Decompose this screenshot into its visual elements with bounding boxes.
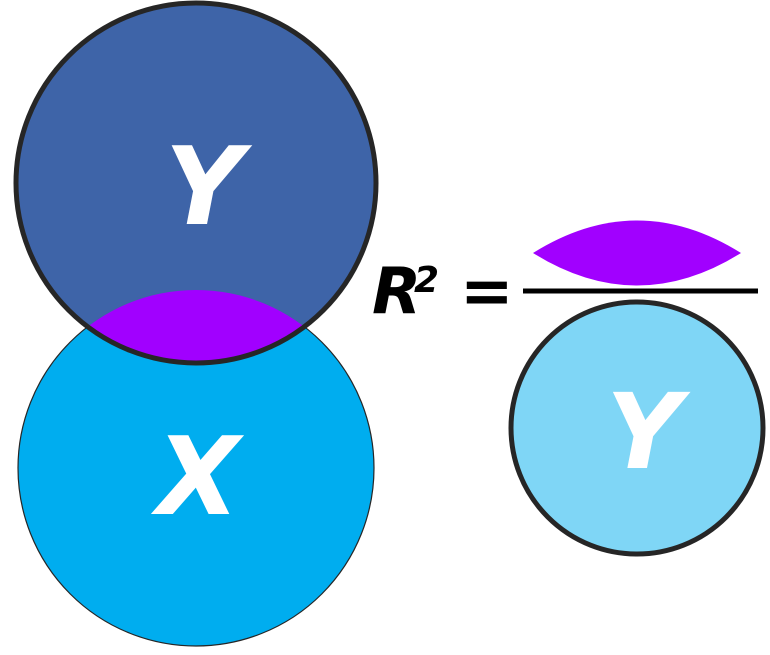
x-circle-label: X — [150, 415, 244, 540]
r-symbol: R — [372, 255, 421, 329]
equals-sign: = — [460, 255, 514, 329]
y-circle-label: Y — [165, 125, 253, 250]
y-circle-outline — [13, 0, 379, 366]
denominator-y-label: Y — [606, 371, 691, 493]
y-circle — [16, 3, 376, 363]
r-exponent: 2 — [414, 260, 439, 301]
numerator-overlap-shape — [533, 220, 741, 286]
denominator-y-circle — [508, 299, 766, 557]
